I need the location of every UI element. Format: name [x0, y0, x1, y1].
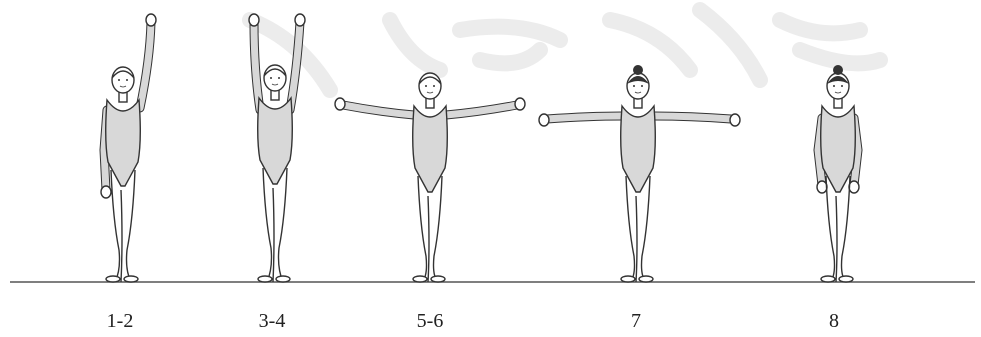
dancer-figure	[817, 65, 859, 282]
left-leg	[418, 176, 427, 282]
eye	[833, 85, 835, 87]
left-foot	[258, 276, 272, 282]
eye	[433, 85, 435, 87]
left-leg	[626, 176, 635, 282]
hand	[730, 114, 740, 126]
figure-label-4: 7	[631, 310, 641, 333]
right-sleeve	[654, 116, 731, 119]
eye	[126, 79, 128, 81]
hand	[817, 181, 827, 193]
right-leg	[842, 176, 851, 282]
watermark-stroke	[480, 50, 540, 63]
eye	[118, 79, 120, 81]
hand	[335, 98, 345, 110]
eye	[278, 77, 280, 79]
figure-label-3: 5-6	[417, 310, 444, 333]
hair-bun	[633, 65, 643, 75]
hand	[849, 181, 859, 193]
inner-leg	[273, 188, 274, 282]
inner-leg	[428, 196, 429, 282]
right-foot	[639, 276, 653, 282]
eye	[633, 85, 635, 87]
figure-label-5: 8	[829, 310, 839, 333]
right-leg	[279, 168, 288, 282]
right-leg	[642, 176, 651, 282]
right-foot	[839, 276, 853, 282]
inner-leg	[836, 196, 837, 282]
left-foot	[106, 276, 120, 282]
watermark-stroke	[700, 10, 760, 80]
hand	[515, 98, 525, 110]
left-sleeve	[547, 116, 622, 119]
left-foot	[821, 276, 835, 282]
watermark-stroke	[250, 20, 330, 90]
hair-bun	[833, 65, 843, 75]
right-leg	[434, 176, 443, 282]
dancer-figure	[539, 65, 740, 282]
figure-label-1: 1-2	[107, 310, 134, 333]
left-foot	[413, 276, 427, 282]
right-foot	[124, 276, 138, 282]
watermark-stroke	[780, 20, 860, 33]
watermark-stroke	[460, 27, 560, 40]
watermark-stroke	[610, 20, 690, 70]
right-sleeve	[140, 22, 151, 108]
figure-label-2: 3-4	[259, 310, 286, 333]
left-leg	[263, 168, 272, 282]
watermark-stroke	[390, 20, 440, 70]
inner-leg	[636, 196, 637, 282]
watermark	[250, 10, 880, 90]
dancer-figure	[249, 14, 305, 282]
right-foot	[276, 276, 290, 282]
right-leg	[127, 170, 136, 282]
watermark-stroke	[800, 50, 880, 63]
left-foot	[621, 276, 635, 282]
hand	[249, 14, 259, 26]
eye	[270, 77, 272, 79]
left-leg	[826, 176, 835, 282]
eye	[425, 85, 427, 87]
hand	[295, 14, 305, 26]
eye	[641, 85, 643, 87]
hand	[146, 14, 156, 26]
right-foot	[431, 276, 445, 282]
left-leg	[111, 170, 120, 282]
dancer-figure	[335, 73, 525, 282]
dancer-figure	[101, 14, 156, 282]
eye	[841, 85, 843, 87]
hand	[539, 114, 549, 126]
hand	[101, 186, 111, 198]
inner-leg	[121, 190, 122, 282]
